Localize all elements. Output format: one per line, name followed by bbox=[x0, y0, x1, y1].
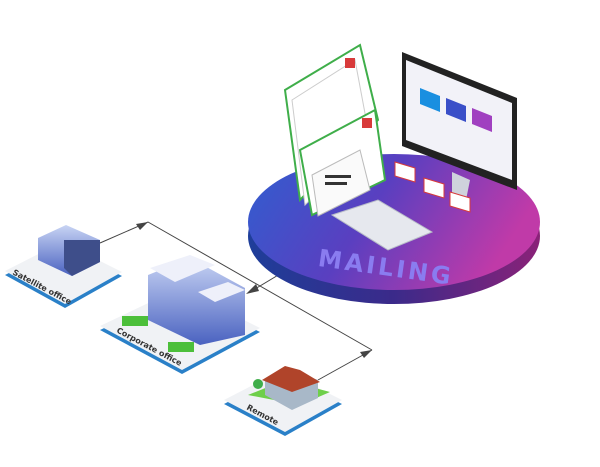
node-satellite-office: Satellite office bbox=[5, 225, 122, 308]
arrowheads bbox=[136, 222, 372, 358]
arrow-icon bbox=[246, 284, 259, 294]
envelopes-icon bbox=[283, 43, 387, 217]
monitor-icon bbox=[402, 52, 517, 200]
node-corporate-office: Corporate office bbox=[100, 255, 260, 374]
postage-labels bbox=[394, 161, 471, 213]
arrow-icon bbox=[136, 222, 148, 230]
node-remote: Remote bbox=[224, 366, 342, 436]
arrow-icon bbox=[360, 350, 372, 358]
keyboard-icon bbox=[330, 199, 434, 251]
